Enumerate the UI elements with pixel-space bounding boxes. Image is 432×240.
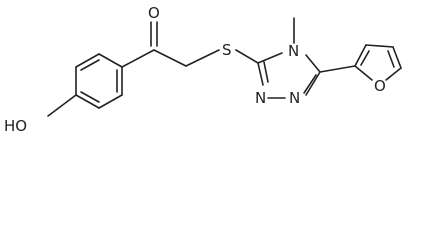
chemical-structure: O S N N N O HO — [4, 4, 402, 135]
furan-link-bond — [319, 65, 356, 73]
furan-ring — [354, 44, 402, 81]
hydroxyl-label: HO — [4, 117, 27, 135]
triazole-ring — [257, 52, 321, 99]
ketone-group — [121, 21, 158, 68]
nitrogen-label-2: N — [255, 89, 266, 107]
molecule-drawing: O S N N N O HO — [4, 4, 402, 135]
methylene-linker — [153, 49, 220, 67]
sulfur-label: S — [222, 41, 232, 59]
furan-oxygen-label: O — [374, 77, 386, 95]
phenol-ring — [75, 53, 123, 109]
hydroxyl-bond — [47, 94, 77, 117]
ketone-oxygen-label: O — [148, 4, 160, 22]
nitrogen-label-1: N — [289, 89, 300, 107]
thioether-bond — [235, 49, 259, 64]
nitrogen-methyl-label: N — [288, 42, 299, 60]
